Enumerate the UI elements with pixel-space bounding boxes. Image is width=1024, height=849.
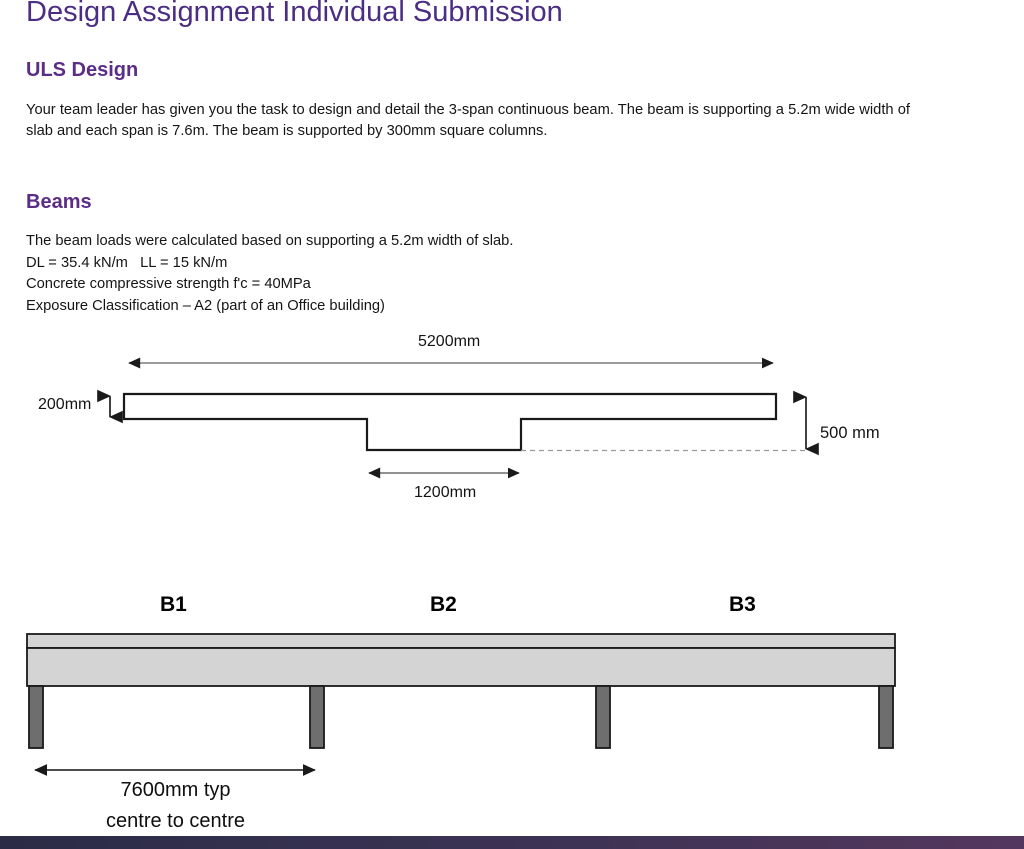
paragraph-uls-design: Your team leader has given you the task …: [26, 102, 910, 139]
label-flange-width-5200mm: 5200mm: [418, 333, 481, 350]
span-label-b1: B1: [160, 593, 187, 616]
label-flange-thickness-200mm: 200mm: [38, 396, 92, 413]
beam-elevation-web: [26, 647, 896, 687]
label-web-width-1200mm: 1200mm: [414, 484, 477, 501]
footer-gradient-bar: [0, 836, 1024, 849]
column-3: [595, 685, 611, 749]
heading-uls-design: ULS Design: [26, 59, 139, 81]
span-label-b2: B2: [430, 593, 457, 616]
label-span-7600mm: 7600mm typ: [120, 779, 231, 801]
column-4: [878, 685, 894, 749]
beams-parameter-lines: The beam loads were calculated based on …: [26, 233, 514, 314]
span-label-b3: B3: [729, 593, 756, 616]
page-title: Design Assignment Individual Submission: [26, 0, 563, 28]
column-2: [309, 685, 325, 749]
label-overall-depth-500mm: 500 mm: [820, 424, 880, 442]
t-beam-outline: [122, 392, 778, 452]
column-1: [28, 685, 44, 749]
label-centre-to-centre: centre to centre: [106, 810, 245, 832]
heading-beams: Beams: [26, 191, 92, 213]
beam-elevation-slab: [26, 633, 896, 649]
